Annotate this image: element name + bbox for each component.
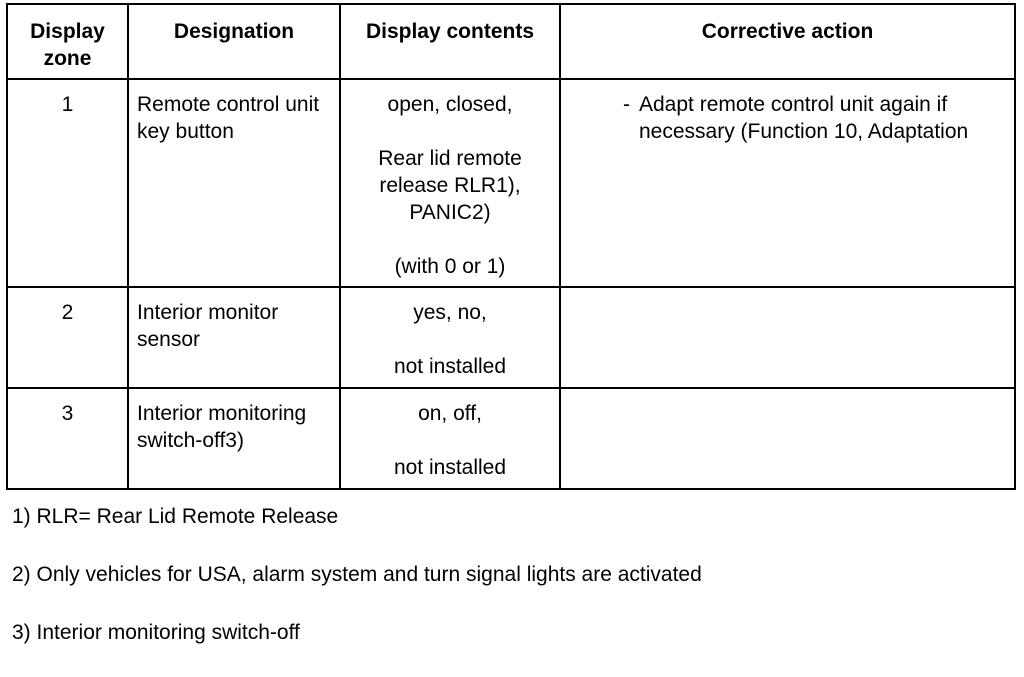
contents-cell: open, closed, Rear lid remote release RL… — [339, 78, 561, 288]
table-header-row: Display zone Designation Display content… — [6, 3, 1016, 80]
table-row: 2 Interior monitor sensor yes, no, not i… — [6, 286, 1016, 389]
contents-line: yes, no, — [413, 301, 487, 324]
header-display-zone-line2: zone — [43, 47, 92, 70]
contents-cell: yes, no, not installed — [339, 286, 561, 389]
corrective-action-text: Adapt remote control unit again if neces… — [639, 93, 969, 143]
contents-line: on, off, — [418, 402, 482, 425]
zone-cell: 2 — [6, 286, 129, 389]
designation-cell: Remote control unit key button — [127, 78, 341, 288]
table-row: 1 Remote control unit key button open, c… — [6, 78, 1016, 288]
footnote-3: 3) Interior monitoring switch-off — [12, 621, 300, 644]
contents-line: not installed — [393, 355, 507, 378]
zone-cell: 1 — [6, 78, 129, 288]
contents-line: not installed — [393, 456, 507, 479]
designation-cell: Interior monitor sensor — [127, 286, 341, 389]
contents-line: open, closed, — [387, 93, 513, 116]
footnote-2: 2) Only vehicles for USA, alarm system a… — [12, 563, 702, 586]
header-corrective-action: Corrective action — [559, 3, 1016, 80]
list-dash: - — [623, 93, 630, 116]
contents-line: (with 0 or 1) — [394, 255, 506, 278]
contents-cell: on, off, not installed — [339, 387, 561, 490]
header-display-contents: Display contents — [339, 3, 561, 80]
display-zones-table: Display zone Designation Display content… — [6, 3, 1016, 490]
footnotes: 1) RLR= Rear Lid Remote Release 2) Only … — [12, 503, 702, 677]
footnote-1: 1) RLR= Rear Lid Remote Release — [12, 505, 339, 528]
contents-line: Rear lid remote release RLR1), PANIC2) — [378, 147, 522, 224]
designation-cell: Interior monitoring switch-off3) — [127, 387, 341, 490]
zone-cell: 3 — [6, 387, 129, 490]
table-row: 3 Interior monitoring switch-off3) on, o… — [6, 387, 1016, 490]
header-designation: Designation — [127, 3, 341, 80]
header-display-zone-line1: Display — [30, 20, 105, 43]
corrective-action-cell — [559, 387, 1016, 490]
corrective-action-cell: - Adapt remote control unit again if nec… — [559, 78, 1016, 288]
corrective-action-cell — [559, 286, 1016, 389]
header-display-zone: Display zone — [6, 3, 129, 80]
